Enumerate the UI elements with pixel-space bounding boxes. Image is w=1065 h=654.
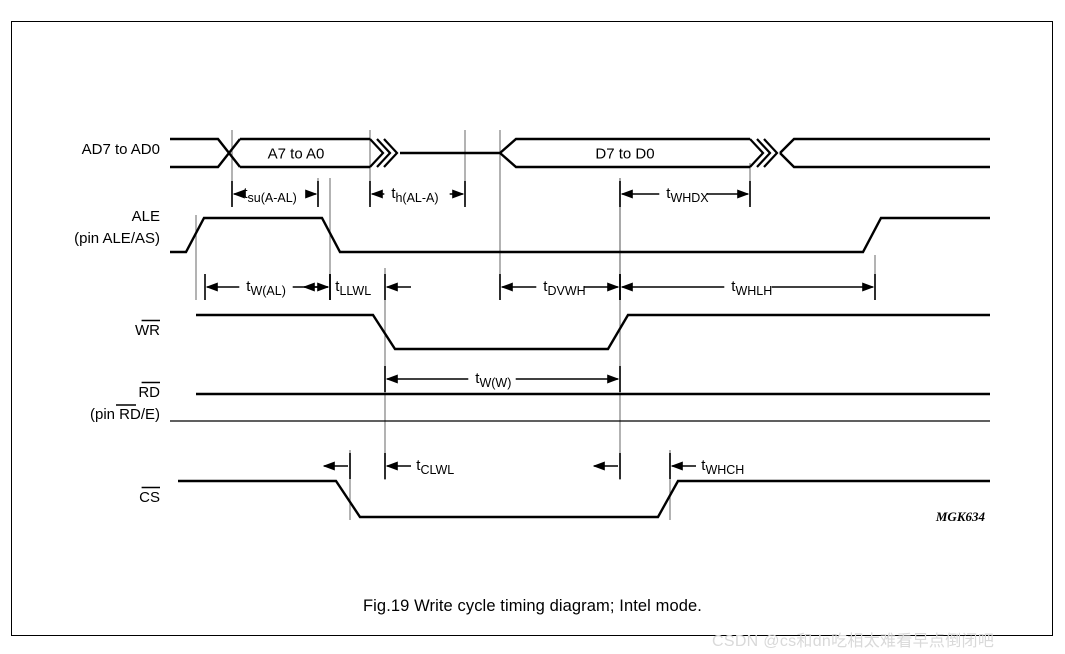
- timing-sub-t_w_al: W(AL): [250, 284, 285, 298]
- bus-segment-label-group: A7 to A0 D7 to D0: [268, 146, 655, 163]
- timing-arrow-group: [204, 181, 876, 479]
- timing-label-t_whdx: tWHDX: [666, 185, 709, 205]
- signal-label-cs: CS: [139, 489, 160, 506]
- signal-label-rd: RD: [138, 384, 160, 401]
- timing-label-t_whch: tWHCH: [701, 457, 744, 477]
- timing-label-t_dvwh: tDVWH: [543, 278, 585, 298]
- ad-chevron-a-1: [376, 138, 392, 168]
- timing-base-t_w_w: t: [475, 370, 480, 387]
- signal-label-ad_bus: AD7 to AD0: [82, 141, 160, 158]
- timing-sub-t_llwl: LLWL: [339, 284, 371, 298]
- timing-sub-t_clwl: CLWL: [420, 463, 454, 477]
- ale-waveform: [170, 216, 990, 254]
- figure-caption: Fig.19 Write cycle timing diagram; Intel…: [362, 597, 702, 615]
- timing-label-t_clwl: tCLWL: [416, 457, 454, 477]
- timing-base-t_dvwh: t: [543, 278, 548, 295]
- signal-sublabel-ale: (pin ALE/AS): [74, 230, 160, 247]
- timing-sub-t_h_al_a: h(AL-A): [395, 191, 438, 205]
- ad-chevron-a-0: [369, 138, 385, 168]
- timing-sub-t_whlh: WHLH: [735, 284, 772, 298]
- timing-base-t_whch: t: [701, 457, 706, 474]
- csdn-watermark: CSDN @cs和dn吃相太难看早点倒闭吧: [712, 633, 995, 650]
- ad-chevron-b-1: [756, 138, 772, 168]
- timing-sub-t_whch: WHCH: [705, 463, 744, 477]
- ad-data-top: [499, 137, 750, 154]
- ad-bus-left-upper: [170, 137, 241, 168]
- timing-label-t_su_a_al: tsu(A-AL): [243, 185, 297, 205]
- signal-label-ale: ALE: [132, 208, 160, 225]
- ad-bus-right-lower: [779, 152, 990, 169]
- timing-label-t_llwl: tLLWL: [335, 278, 371, 298]
- ad-bus-left-lower: [170, 138, 241, 169]
- timing-sub-t_su_a_al: su(A-AL): [248, 191, 297, 205]
- timing-label-t_whlh: tWHLH: [731, 278, 772, 298]
- bus-label-address_window: A7 to A0: [268, 146, 325, 163]
- signal-sublabel-rd: (pin RD/E): [90, 406, 160, 423]
- ad-data-bottom: [499, 152, 750, 169]
- ad-bus-right-upper: [779, 137, 990, 154]
- timing-sub-t_whdx: WHDX: [670, 191, 709, 205]
- timing-base-t_clwl: t: [416, 457, 421, 474]
- timing-sub-t_w_w: W(W): [479, 376, 511, 390]
- waveform-group: [170, 137, 990, 519]
- ad-chevron-b-0: [749, 138, 765, 168]
- signal-label-wr: WR: [135, 322, 160, 339]
- timing-label-t_w_al: tW(AL): [246, 278, 286, 298]
- timing-base-t_whdx: t: [666, 185, 671, 202]
- timing-base-t_h_al_a: t: [391, 185, 396, 202]
- figure-code-label: MGK634: [935, 509, 986, 524]
- cs-waveform: [178, 479, 990, 519]
- timing-base-t_w_al: t: [246, 278, 251, 295]
- ad-chevron-b-2: [763, 138, 779, 168]
- figure-border: [11, 21, 1053, 636]
- timing-label-t_h_al_a: th(AL-A): [391, 185, 438, 205]
- timing-sub-t_dvwh: DVWH: [547, 284, 585, 298]
- timing-base-t_llwl: t: [335, 278, 340, 295]
- bus-label-data_window: D7 to D0: [595, 146, 654, 163]
- timing-label-t_w_w: tW(W): [475, 370, 511, 390]
- reference-line-group: [195, 130, 876, 520]
- wr-waveform: [196, 313, 990, 351]
- timing-base-t_su_a_al: t: [243, 185, 248, 202]
- timing-base-t_whlh: t: [731, 278, 736, 295]
- ad-chevron-a-2: [383, 138, 399, 168]
